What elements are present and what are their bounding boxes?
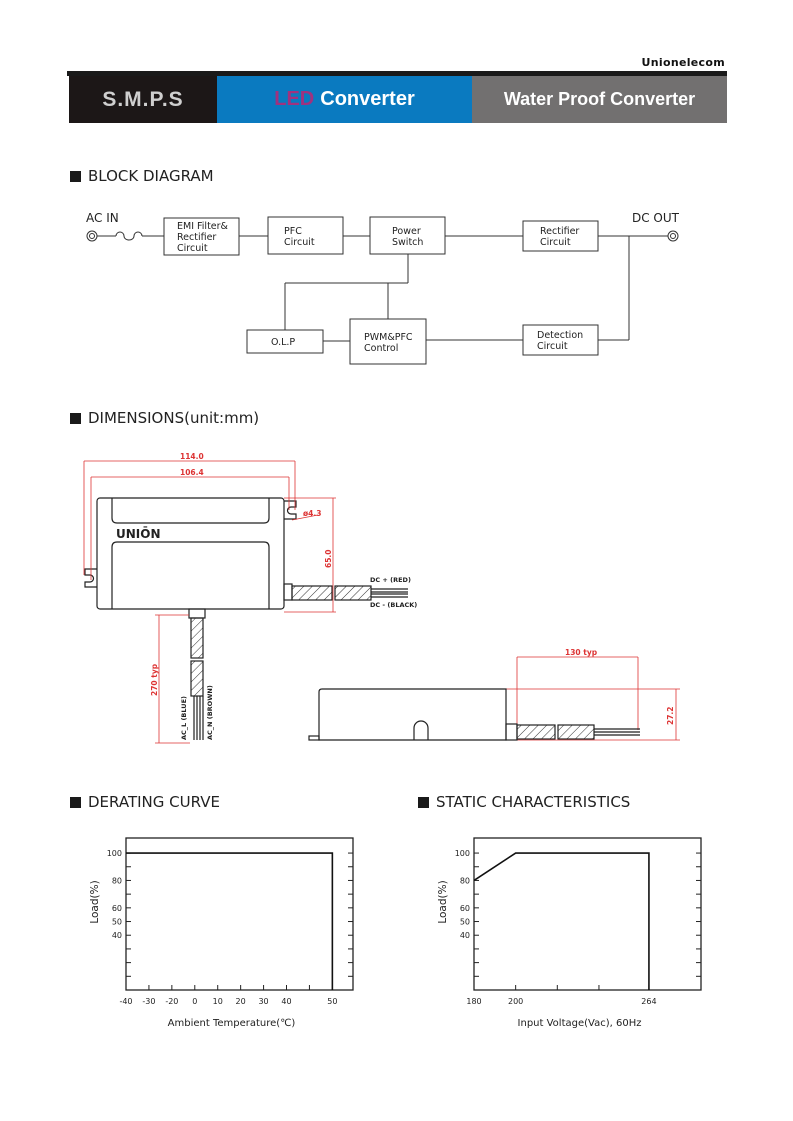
- x-tick-label: 200: [508, 997, 523, 1006]
- y-tick-label: 60: [460, 904, 470, 913]
- block-diagram-title-text: BLOCK DIAGRAM: [88, 167, 214, 185]
- static-title-text: STATIC CHARACTERISTICS: [436, 793, 631, 811]
- y-tick-label: 60: [112, 904, 122, 913]
- y-axis-label: Load(%): [89, 880, 101, 923]
- block-rectifier-line2: Circuit: [540, 237, 571, 248]
- section-bullet-icon: [70, 796, 81, 808]
- block-rectifier-line1: Rectifier: [540, 226, 579, 237]
- section-bullet-icon: [70, 412, 81, 424]
- dim-hole-dia: ø4.3: [303, 509, 321, 518]
- x-tick-label: -20: [165, 997, 178, 1006]
- x-tick-label: 40: [281, 997, 291, 1006]
- dimensions-title-text: DIMENSIONS(unit:mm): [88, 409, 260, 427]
- y-tick-label: 80: [112, 876, 122, 885]
- x-axis-label: Input Voltage(Vac), 60Hz: [518, 1018, 642, 1029]
- x-axis-label: Ambient Temperature(℃): [168, 1018, 296, 1029]
- x-tick-label: -40: [119, 997, 132, 1006]
- dim-hole-pitch: 106.4: [180, 468, 204, 477]
- dc-plus-label: DC + (RED): [370, 576, 411, 584]
- x-tick-label: 180: [466, 997, 481, 1006]
- dim-overall-length: 114.0: [180, 452, 204, 461]
- dc-minus-label: DC - (BLACK): [370, 601, 417, 609]
- y-tick-label: 40: [112, 931, 122, 940]
- y-axis-label: Load(%): [437, 880, 449, 923]
- ac-n-label: AC_N (BROWN): [206, 685, 214, 740]
- block-diagram-title: BLOCK DIAGRAM: [70, 167, 214, 185]
- x-tick-label: 10: [213, 997, 223, 1006]
- y-tick-label: 50: [460, 918, 470, 927]
- block-detection-line1: Detection: [537, 330, 583, 341]
- dc-out-terminal-icon: [667, 230, 679, 242]
- block-power-switch-line2: Switch: [392, 237, 423, 248]
- x-tick-label: 264: [641, 997, 656, 1006]
- y-tick-label: 40: [460, 931, 470, 940]
- block-pwm-line2: Control: [364, 343, 398, 354]
- dim-height: 27.2: [666, 706, 675, 725]
- band-led-prefix: LED: [274, 88, 315, 110]
- band-led-converter: LED Converter: [217, 76, 472, 123]
- y-tick-label: 100: [455, 849, 470, 858]
- dimensions-title: DIMENSIONS(unit:mm): [70, 409, 259, 427]
- ac-in-label: AC IN: [86, 211, 119, 225]
- brand-name: Unionelecom: [641, 56, 725, 69]
- series-line: [126, 852, 334, 990]
- y-tick-label: 80: [460, 876, 470, 885]
- dim-width: 65.0: [324, 549, 333, 568]
- block-emi-line2: Rectifier: [177, 232, 216, 243]
- band-smps: S.M.P.S: [69, 76, 217, 123]
- x-tick-label: 0: [192, 997, 197, 1006]
- block-detection-line2: Circuit: [537, 341, 568, 352]
- side-view: [308, 688, 640, 741]
- static-title: STATIC CHARACTERISTICS: [418, 793, 630, 811]
- plot-frame: [473, 837, 702, 991]
- x-tick-label: 20: [236, 997, 246, 1006]
- x-tick-label: 30: [258, 997, 268, 1006]
- x-tick-label: -30: [142, 997, 155, 1006]
- band-led-suffix: Converter: [320, 88, 415, 110]
- y-tick-label: 50: [112, 918, 122, 927]
- dc-out-label: DC OUT: [632, 211, 680, 225]
- plot-frame: [125, 837, 354, 991]
- block-pfc: [267, 216, 344, 255]
- band-waterproof: Water Proof Converter: [472, 76, 727, 123]
- section-bullet-icon: [70, 170, 81, 182]
- ac-l-label: AC_L (BLUE): [180, 696, 188, 740]
- x-tick-label: 50: [327, 997, 337, 1006]
- block-diagram: AC IN DC OUT EMI Filter& Rectifier Circu…: [86, 211, 680, 365]
- dim-dc-cable: 130 typ: [565, 648, 598, 657]
- band-waterproof-label: Water Proof Converter: [503, 89, 696, 109]
- derating-title-text: DERATING CURVE: [88, 793, 220, 811]
- section-bullet-icon: [418, 796, 429, 808]
- union-logo: UNIŌN: [116, 526, 161, 541]
- series-line: [473, 852, 650, 990]
- block-pfc-line2: Circuit: [284, 237, 315, 248]
- block-power-switch-line1: Power: [392, 226, 421, 237]
- ac-in-terminal-icon: [86, 230, 98, 242]
- dimension-drawing: UNIŌN 114.0 106.4 ø4.3 65.0 270 typ 130 …: [83, 452, 680, 744]
- block-olp-line1: O.L.P: [271, 337, 295, 348]
- block-emi-line3: Circuit: [177, 243, 208, 254]
- band-smps-label: S.M.P.S: [102, 87, 184, 111]
- block-pwm-line1: PWM&PFC: [364, 332, 413, 343]
- top-view: [84, 497, 408, 740]
- block-pfc-line1: PFC: [284, 226, 302, 237]
- header-rule: [67, 71, 727, 76]
- dim-ac-cable: 270 typ: [150, 663, 159, 696]
- block-emi-line1: EMI Filter&: [177, 221, 229, 232]
- fuse-icon: [115, 231, 143, 241]
- y-tick-label: 100: [107, 849, 122, 858]
- derating-title: DERATING CURVE: [70, 793, 220, 811]
